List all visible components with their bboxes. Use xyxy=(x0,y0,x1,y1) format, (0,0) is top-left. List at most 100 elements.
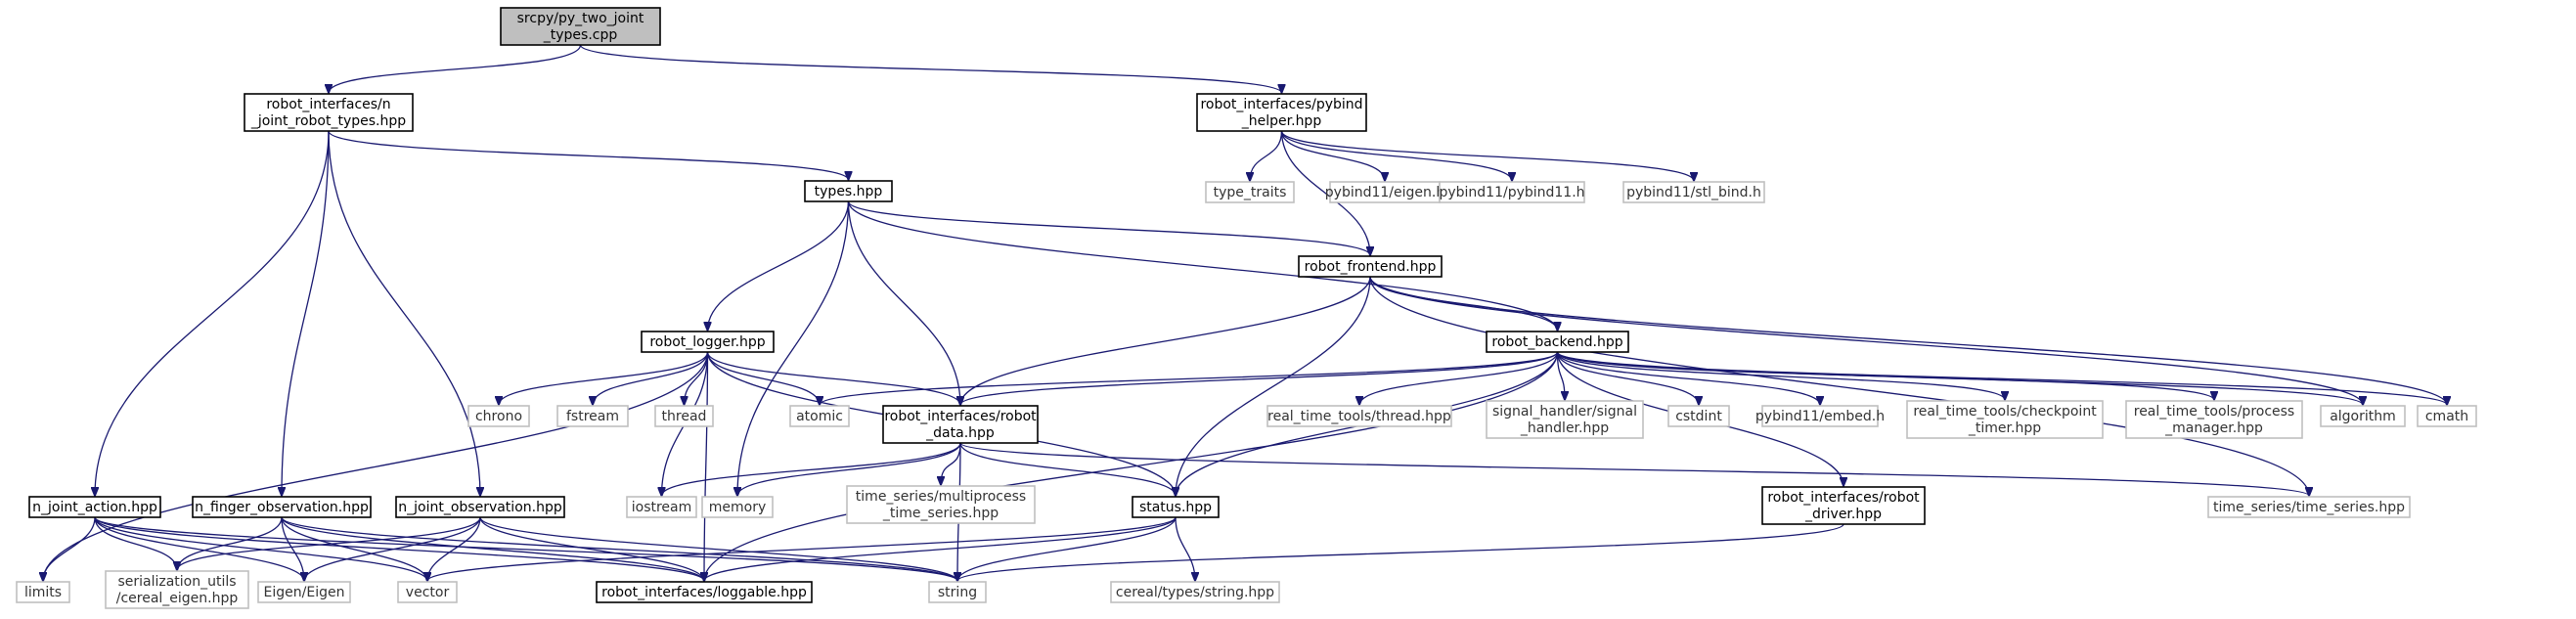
edge-types-to-logger xyxy=(708,200,850,331)
edge xyxy=(847,200,1558,331)
edge-logger-to-loggable xyxy=(704,351,709,581)
node-iostream: iostream xyxy=(626,496,697,518)
node-pb-pybind11: pybind11/pybind11.h xyxy=(1439,181,1585,203)
node-box xyxy=(257,581,351,603)
node-types[interactable]: types.hpp xyxy=(804,180,893,202)
node-driver[interactable]: robot_interfaces/robot_driver.hpp xyxy=(1761,486,1926,525)
edge xyxy=(737,200,850,496)
node-box xyxy=(804,180,893,202)
edge xyxy=(959,442,1176,496)
edge-layer xyxy=(43,44,2447,581)
edge-root-to-pybind-helper xyxy=(579,44,1282,93)
edge-frontend-to-algorithm xyxy=(1369,276,2363,405)
edge-logger-to-fstream xyxy=(593,351,709,405)
node-box xyxy=(1266,405,1452,427)
edge xyxy=(304,516,481,581)
edge xyxy=(94,516,957,581)
node-label: types.hpp xyxy=(815,184,883,199)
edge xyxy=(1175,516,1195,581)
node-box xyxy=(397,581,458,603)
node-rtt-checkpoint: real_time_tools/checkpoint_timer.hpp xyxy=(1906,400,2104,439)
node-status[interactable]: status.hpp xyxy=(1132,496,1220,518)
node-rtt-process: real_time_tools/process_manager.hpp xyxy=(2125,400,2303,439)
node-box xyxy=(846,485,1036,524)
edge xyxy=(1556,351,2006,400)
node-label: robot_interfaces/robot xyxy=(1767,490,1920,506)
node-label: pybind11/eigen.h xyxy=(1325,185,1444,200)
node-label: real_time_tools/process xyxy=(2134,404,2294,420)
node-n-finger-obs[interactable]: n_finger_observation.hpp xyxy=(192,496,372,518)
edge xyxy=(1369,276,2363,405)
edge-backend-to-signal xyxy=(1556,351,1566,400)
node-label: robot_backend.hpp xyxy=(1491,334,1622,350)
edge-frontend-to-robot-data xyxy=(960,276,1371,405)
node-n-joint-action[interactable]: n_joint_action.hpp xyxy=(28,496,161,518)
node-logger[interactable]: robot_logger.hpp xyxy=(641,331,775,353)
edge xyxy=(282,130,330,496)
node-label: /cereal_eigen.hpp xyxy=(116,591,239,606)
edge xyxy=(960,276,1371,405)
node-box xyxy=(654,405,714,427)
node-box xyxy=(882,405,1039,444)
edge-types-to-memory xyxy=(737,200,850,496)
node-root[interactable]: srcpy/py_two_joint_types.cpp xyxy=(500,7,661,46)
node-label: _manager.hpp xyxy=(2164,420,2263,436)
node-ts-multi: time_series/multiprocess_time_series.hpp xyxy=(846,485,1036,524)
node-box xyxy=(1622,181,1765,203)
edge-logger-to-chrono xyxy=(499,351,709,405)
node-cmath: cmath xyxy=(2417,405,2477,427)
node-pb-stl: pybind11/stl_bind.h xyxy=(1622,181,1765,203)
node-atomic: atomic xyxy=(789,405,850,427)
edge xyxy=(1359,351,1559,405)
node-frontend[interactable]: robot_frontend.hpp xyxy=(1298,255,1443,278)
edge xyxy=(1280,130,1513,181)
node-limits: limits xyxy=(16,581,70,603)
node-robot-data[interactable]: robot_interfaces/robot_data.hpp xyxy=(882,405,1039,444)
edge xyxy=(706,351,961,405)
node-box xyxy=(16,581,70,603)
node-pb-eigen: pybind11/eigen.h xyxy=(1325,181,1444,203)
node-label: memory xyxy=(709,500,767,515)
edge-n-finger-obs-to-loggable xyxy=(281,516,704,581)
node-label: string xyxy=(938,585,977,600)
edge xyxy=(960,351,1559,405)
node-loggable[interactable]: robot_interfaces/loggable.hpp xyxy=(596,581,813,603)
node-label: _time_series.hpp xyxy=(882,506,999,521)
node-label: limits xyxy=(24,585,62,600)
edge-njrt-to-types xyxy=(328,130,849,180)
node-box xyxy=(1110,581,1280,603)
edge xyxy=(704,516,1177,581)
node-box xyxy=(244,93,414,132)
node-string: string xyxy=(928,581,987,603)
edge-status-to-loggable xyxy=(704,516,1177,581)
node-box xyxy=(105,570,249,609)
node-label: n_joint_observation.hpp xyxy=(398,500,562,515)
node-type-traits: type_traits xyxy=(1205,181,1295,203)
node-label: fstream xyxy=(566,409,619,424)
node-njrt[interactable]: robot_interfaces/n_joint_robot_types.hpp xyxy=(244,93,414,132)
edge xyxy=(427,516,481,581)
edge-n-joint-action-to-eigen xyxy=(94,516,304,581)
edge xyxy=(847,200,961,405)
node-n-joint-obs[interactable]: n_joint_observation.hpp xyxy=(395,496,565,518)
node-rtt-thread: real_time_tools/thread.hpp xyxy=(1266,405,1452,427)
node-box xyxy=(28,496,161,518)
edge xyxy=(662,442,961,496)
node-pybind-helper[interactable]: robot_interfaces/pybind_helper.hpp xyxy=(1196,93,1367,132)
edge-n-joint-action-to-limits xyxy=(43,516,96,581)
node-label: robot_frontend.hpp xyxy=(1305,259,1437,275)
node-label: real_time_tools/checkpoint xyxy=(1913,404,2097,420)
node-label: robot_interfaces/robot xyxy=(884,409,1037,424)
node-label: iostream xyxy=(632,500,692,515)
edge xyxy=(177,516,283,570)
edge-status-to-string xyxy=(957,516,1177,581)
edge xyxy=(1369,276,2447,405)
node-box xyxy=(2417,405,2477,427)
node-backend[interactable]: robot_backend.hpp xyxy=(1486,331,1629,353)
edge xyxy=(1280,130,1695,181)
edge xyxy=(94,516,704,581)
edge xyxy=(479,516,704,581)
edge xyxy=(1280,130,1386,181)
node-layer: srcpy/py_two_joint_types.cpp robot_interf… xyxy=(16,7,2477,609)
